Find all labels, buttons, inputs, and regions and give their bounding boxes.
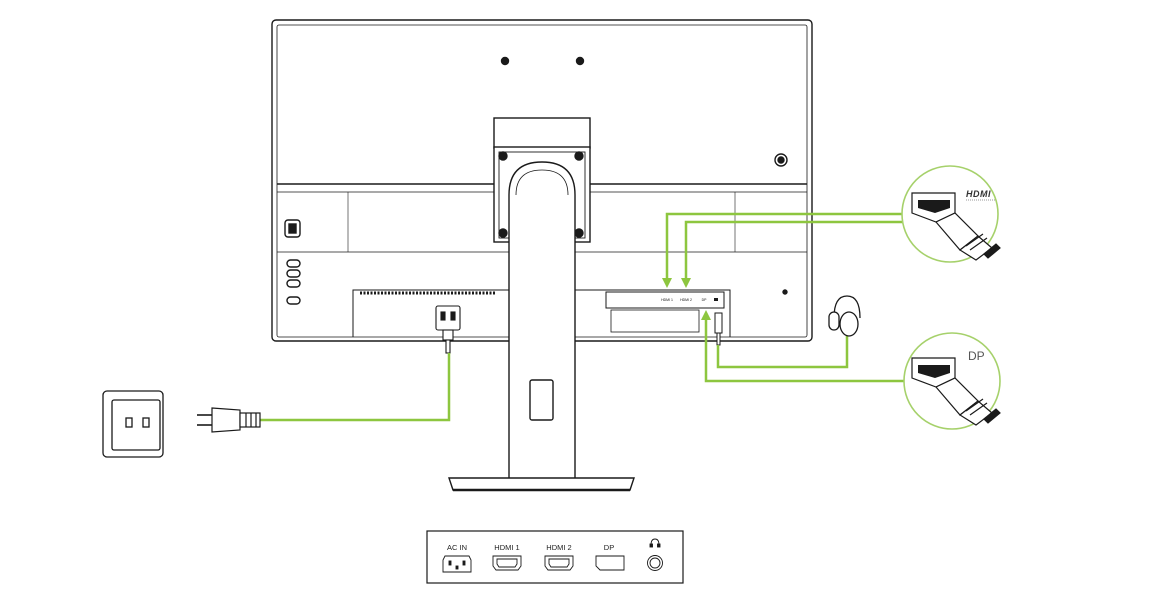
- dp-cable-callout: DP: [903, 332, 1001, 430]
- headphone-symbol-icon: [649, 538, 661, 548]
- port-ac-in: AC IN: [442, 543, 472, 573]
- power-plug: [197, 407, 261, 433]
- hdmi-cable: [684, 220, 905, 280]
- headphones-icon: [828, 295, 861, 337]
- audio-plug-connector: [714, 312, 723, 346]
- cables: [260, 212, 905, 422]
- control-button: [286, 269, 301, 278]
- monitor-port-label: DP: [702, 298, 708, 302]
- dp-callout-label: DP: [968, 349, 985, 363]
- monitor-stand: [448, 117, 635, 492]
- mount-screw: [575, 56, 585, 66]
- headphone-cable: [716, 335, 849, 369]
- joystick-button: [284, 219, 301, 238]
- headphone-jack-icon: [647, 555, 663, 571]
- port-label: DP: [604, 543, 614, 552]
- dp-cable: [704, 318, 905, 383]
- hdmi-cable: [665, 212, 905, 280]
- hdmi-logo: HDMI: [966, 189, 991, 199]
- control-button: [286, 259, 301, 268]
- power-button: [286, 296, 301, 305]
- port-label: HDMI 1: [494, 543, 519, 552]
- hdmi-port-icon: [492, 555, 522, 571]
- hdmi-port-icon: [544, 555, 574, 571]
- control-button: [286, 279, 301, 288]
- ac-plug-connector: [435, 305, 461, 354]
- stand-neck: [508, 161, 576, 478]
- power-cable: [260, 353, 451, 422]
- cable-management-hole: [529, 379, 554, 421]
- monitor-ports: HDMI 1 HDMI 2 DP: [435, 298, 723, 354]
- kensington-lock: [774, 153, 788, 167]
- mount-screw: [500, 56, 510, 66]
- monitor-port-label: HDMI 2: [680, 298, 692, 302]
- port-headphone: [647, 538, 663, 571]
- port-label: AC IN: [447, 543, 467, 552]
- ac-in-socket-icon: [442, 555, 472, 573]
- port-hdmi-2: HDMI 2: [544, 543, 574, 571]
- port-hdmi-1: HDMI 1: [492, 543, 522, 571]
- monitor-port-label: HDMI 1: [661, 298, 673, 302]
- port-label: HDMI 2: [546, 543, 571, 552]
- displayport-icon: [595, 555, 625, 571]
- stand-base: [448, 477, 635, 491]
- port-panel: AC IN HDMI 1 HDMI 2 DP: [426, 530, 684, 584]
- port-dp: DP: [595, 543, 625, 571]
- wall-outlet: [102, 390, 164, 458]
- hdmi-cable-callout: HDMI: [901, 165, 1001, 263]
